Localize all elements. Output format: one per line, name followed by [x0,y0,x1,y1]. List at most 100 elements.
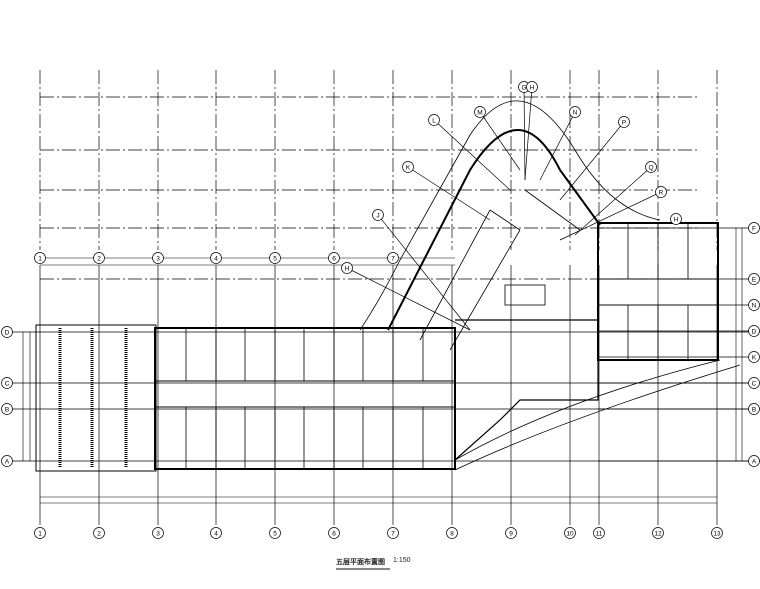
svg-text:7: 7 [391,256,395,263]
svg-text:M: M [477,110,482,117]
svg-text:L: L [432,118,436,125]
grid-bubble-radial-J-1: J [372,209,384,221]
radial-grid-line-K [407,166,491,221]
svg-text:D: D [5,330,10,337]
svg-text:8: 8 [450,531,454,538]
svg-text:13: 13 [713,531,721,538]
radial-grid-line-P [559,121,625,201]
grid-bubble-bottom-12: 12 [652,527,664,539]
radial-grid-line-J [377,214,471,331]
svg-text:R: R [659,190,664,197]
grid-bubble-top-4: 4 [210,252,222,264]
grid-bubble-bottom-3: 3 [152,527,164,539]
svg-text:P: P [622,120,626,127]
grid-bubble-right-B: B [748,403,760,415]
grid-bubble-top-2: 2 [93,252,105,264]
grid-bubble-radial-K-2: K [402,161,414,173]
svg-text:2: 2 [97,256,101,263]
grid-bubble-bottom-11: 11 [593,527,605,539]
grid-bubble-top-6: 6 [328,252,340,264]
grid-bubble-radial-R-10: R [655,186,667,198]
grid-bubble-right-D: D [748,325,760,337]
building-outline [22,100,743,504]
svg-text:12: 12 [654,531,662,538]
svg-text:H: H [674,217,679,224]
svg-text:J: J [376,213,379,220]
grid-bubble-left-D: D [1,326,13,338]
svg-text:4: 4 [214,531,218,538]
svg-text:1: 1 [38,256,42,263]
svg-text:B: B [5,407,9,414]
svg-text:F: F [752,226,756,233]
grid-bubble-top-5: 5 [269,252,281,264]
grid-bubble-bottom-8: 8 [446,527,458,539]
svg-text:K: K [406,165,411,172]
svg-text:D: D [752,329,757,336]
grid-bubble-top-7: 7 [387,252,399,264]
svg-text:C: C [5,381,10,388]
grid-bubble-right-A: A [748,455,760,467]
grid-bubble-radial-end: H [670,213,682,225]
svg-text:7: 7 [391,531,395,538]
svg-text:4: 4 [214,256,218,263]
radial-grid-line-M [479,111,521,171]
grid-bubble-right-F: F [748,222,760,234]
svg-text:3: 3 [156,256,160,263]
svg-text:A: A [5,459,10,466]
left-canopy [35,324,157,472]
grid-bubble-radial-P-8: P [618,116,630,128]
grid-bubble-bottom-1: 1 [34,527,46,539]
svg-text:11: 11 [596,531,603,538]
svg-text:2: 2 [97,531,101,538]
grid-bubble-top-3: 3 [152,252,164,264]
radial-grid-line-R [559,191,662,241]
grid-bubble-bottom-5: 5 [269,527,281,539]
grid-bubble-radial-N-7: N [569,106,581,118]
grid-bubble-bottom-10: 10 [564,527,576,539]
grid-bubble-right-C: C [748,377,760,389]
svg-text:1: 1 [38,531,42,538]
svg-text:N: N [573,110,578,117]
svg-text:B: B [752,407,756,414]
svg-text:10: 10 [566,531,574,538]
grid-bubble-top-1: 1 [34,252,46,264]
drawing-scale: 1:150 [393,557,411,564]
svg-text:9: 9 [509,531,513,538]
radial-grid-line-G [523,86,526,181]
grid-bubble-right-K: K [748,351,760,363]
grid-bubble-radial-H-6: H [526,81,538,93]
svg-text:H: H [345,266,350,273]
grid-bubble-right-N: N [748,299,760,311]
grid-bubble-bottom-4: 4 [210,527,222,539]
grid-bubble-radial-Q-9: Q [645,161,657,173]
radial-grid-line-Q [574,166,652,236]
svg-text:H: H [530,85,535,92]
svg-text:N: N [752,303,757,310]
svg-text:3: 3 [156,531,160,538]
svg-text:A: A [752,459,757,466]
grid-bubble-bottom-9: 9 [505,527,517,539]
svg-text:6: 6 [332,256,336,263]
drawing-title: 五层平面布置图 [336,557,390,570]
grid-bubble-right-E: E [748,273,760,285]
grid-bubble-radial-H-0: H [341,262,353,274]
svg-text:6: 6 [332,531,336,538]
grid-bubble-left-B: B [1,403,13,415]
radial-grid-line-L [433,119,511,191]
radial-grid-line-N [539,111,576,181]
svg-text:G: G [521,85,526,92]
svg-text:Q: Q [648,165,653,172]
grid-bubble-bottom-7: 7 [387,527,399,539]
svg-text:K: K [752,355,757,362]
svg-text:E: E [752,277,757,284]
grid-bubble-radial-M-4: M [474,106,486,118]
grid-bubble-radial-L-3: L [428,114,440,126]
grid-bubble-bottom-6: 6 [328,527,340,539]
svg-text:5: 5 [273,256,277,263]
grid-lines [12,70,760,525]
grid-bubble-left-C: C [1,377,13,389]
grid-bubble-bottom-2: 2 [93,527,105,539]
svg-text:5: 5 [273,531,277,538]
